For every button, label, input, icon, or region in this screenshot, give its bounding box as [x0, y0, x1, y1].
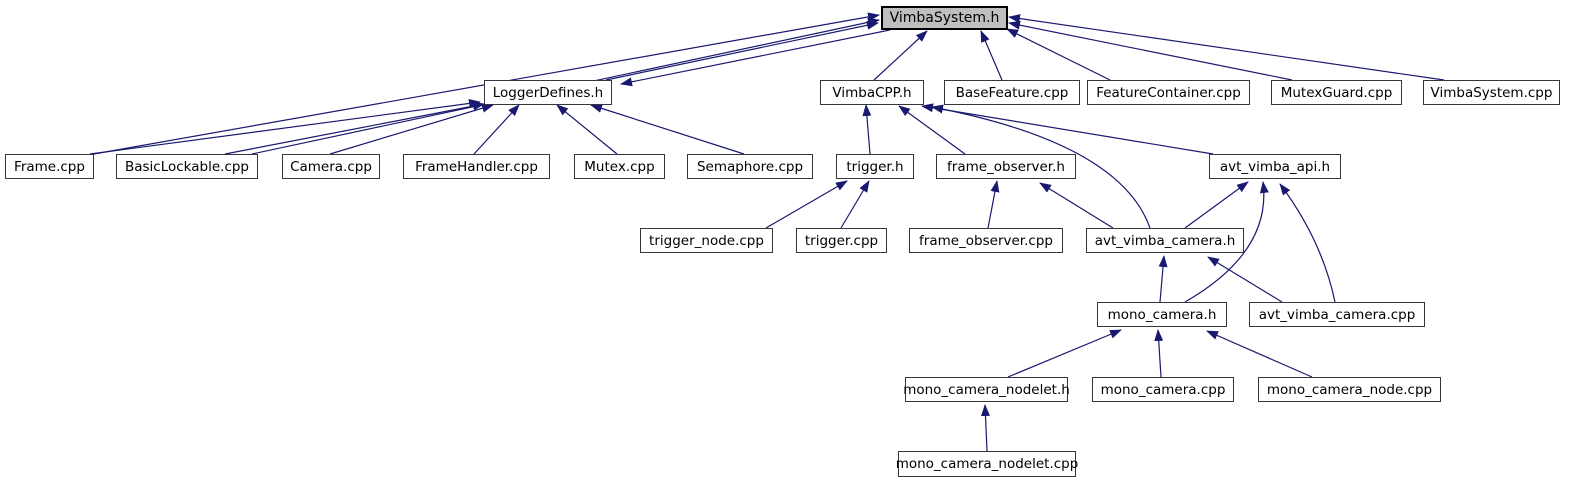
edge-avt_vimba_api_h-to-VimbaCPP_h	[921, 103, 1214, 155]
edge-Mutex_cpp-to-LoggerDefines_h	[556, 104, 618, 155]
graph-node-trigger_h[interactable]: trigger.h	[836, 154, 914, 179]
edge-LoggerDefines_h-to-VimbaSystem_h	[605, 20, 879, 81]
graph-node-Semaphore_cpp[interactable]: Semaphore.cpp	[687, 154, 813, 179]
graph-node-VimbaSystem_cpp[interactable]: VimbaSystem.cpp	[1423, 80, 1560, 105]
graph-node-avt_vimba_api_h[interactable]: avt_vimba_api.h	[1209, 154, 1341, 179]
graph-node-Frame_cpp[interactable]: Frame.cpp	[5, 154, 94, 179]
graph-node-FeatureContainer_cpp[interactable]: FeatureContainer.cpp	[1087, 80, 1250, 105]
edge-mono_camera_h-to-avt_vimba_camera_h	[1158, 255, 1168, 303]
edge-trigger_h-to-VimbaCPP_h	[862, 104, 872, 155]
graph-node-VimbaCPP_h[interactable]: VimbaCPP.h	[820, 80, 924, 105]
graph-node-mono_camera_nodelet_cpp[interactable]: mono_camera_nodelet.cpp	[896, 451, 1078, 477]
edge-mono_camera_nodelet_h-to-mono_camera_h	[1007, 329, 1122, 378]
edge-avt_vimba_camera_cpp-to-avt_vimba_api_h	[1279, 183, 1336, 303]
graph-node-mono_camera_node_cpp[interactable]: mono_camera_node.cpp	[1258, 377, 1441, 402]
graph-node-frame_observer_h[interactable]: frame_observer.h	[936, 154, 1076, 179]
graph-node-VimbaSystem_h: VimbaSystem.h	[881, 6, 1008, 30]
edge-avt_vimba_camera_h-to-avt_vimba_api_h	[1184, 181, 1249, 229]
graph-node-FrameHandler_cpp[interactable]: FrameHandler.cpp	[403, 154, 550, 179]
edge-BaseFeature_cpp-to-VimbaSystem_h	[980, 30, 1003, 81]
graph-node-LoggerDefines_h[interactable]: LoggerDefines.h	[484, 80, 612, 105]
graph-node-frame_observer_cpp[interactable]: frame_observer.cpp	[909, 228, 1063, 253]
edge-VimbaSystem_h-to-LoggerDefines_h	[620, 29, 891, 87]
edge-trigger_cpp-to-trigger_h	[840, 180, 870, 229]
graph-node-BaseFeature_cpp[interactable]: BaseFeature.cpp	[944, 80, 1080, 105]
edge-frame_observer_cpp-to-frame_observer_h	[987, 180, 1000, 229]
edge-VimbaCPP_h-to-VimbaSystem_h	[873, 30, 928, 81]
edge-Semaphore_cpp-to-LoggerDefines_h	[590, 104, 745, 155]
graph-node-Camera_cpp[interactable]: Camera.cpp	[282, 154, 380, 179]
graph-node-mono_camera_cpp[interactable]: mono_camera.cpp	[1092, 377, 1234, 402]
graph-node-BasicLockable_cpp[interactable]: BasicLockable.cpp	[116, 154, 258, 179]
graph-node-avt_vimba_camera_cpp[interactable]: avt_vimba_camera.cpp	[1249, 302, 1425, 327]
graph-node-MutexGuard_cpp[interactable]: MutexGuard.cpp	[1271, 80, 1402, 105]
edge-VimbaSystem_cpp-to-VimbaSystem_h	[1008, 14, 1445, 81]
edge-BasicLockable_cpp-to-LoggerDefines_h	[224, 101, 485, 155]
edge-avt_vimba_camera_h-to-frame_observer_h	[1039, 182, 1114, 229]
graph-node-mono_camera_nodelet_h[interactable]: mono_camera_nodelet.h	[903, 377, 1070, 402]
edge-FrameHandler_cpp-to-LoggerDefines_h	[473, 104, 520, 155]
edge-Camera_cpp-to-LoggerDefines_h	[329, 103, 494, 155]
edge-mono_camera_node_cpp-to-mono_camera_h	[1206, 330, 1313, 378]
edge-avt_vimba_camera_h-to-VimbaCPP_h	[931, 104, 1151, 229]
edge-avt_vimba_camera_cpp-to-avt_vimba_camera_h	[1207, 256, 1283, 303]
edge-trigger_node_cpp-to-trigger_h	[765, 180, 848, 229]
edge-Frame_cpp-to-LoggerDefines_h	[89, 98, 481, 155]
edge-FeatureContainer_cpp-to-VimbaSystem_h	[1006, 28, 1111, 81]
edge-mono_camera_cpp-to-mono_camera_h	[1154, 329, 1164, 378]
graph-node-trigger_node_cpp[interactable]: trigger_node.cpp	[640, 228, 773, 253]
graph-node-trigger_cpp[interactable]: trigger.cpp	[796, 228, 887, 253]
edge-frame_observer_h-to-VimbaCPP_h	[898, 105, 966, 155]
edge-mono_camera_h-to-avt_vimba_api_h	[1184, 181, 1269, 303]
edge-mono_camera_nodelet_cpp-to-mono_camera_nodelet_h	[980, 404, 990, 452]
graph-node-Mutex_cpp[interactable]: Mutex.cpp	[574, 154, 665, 179]
graph-node-avt_vimba_camera_h[interactable]: avt_vimba_camera.h	[1086, 228, 1244, 253]
graph-node-mono_camera_h[interactable]: mono_camera.h	[1097, 302, 1227, 327]
edge-MutexGuard_cpp-to-VimbaSystem_h	[1008, 20, 1293, 81]
